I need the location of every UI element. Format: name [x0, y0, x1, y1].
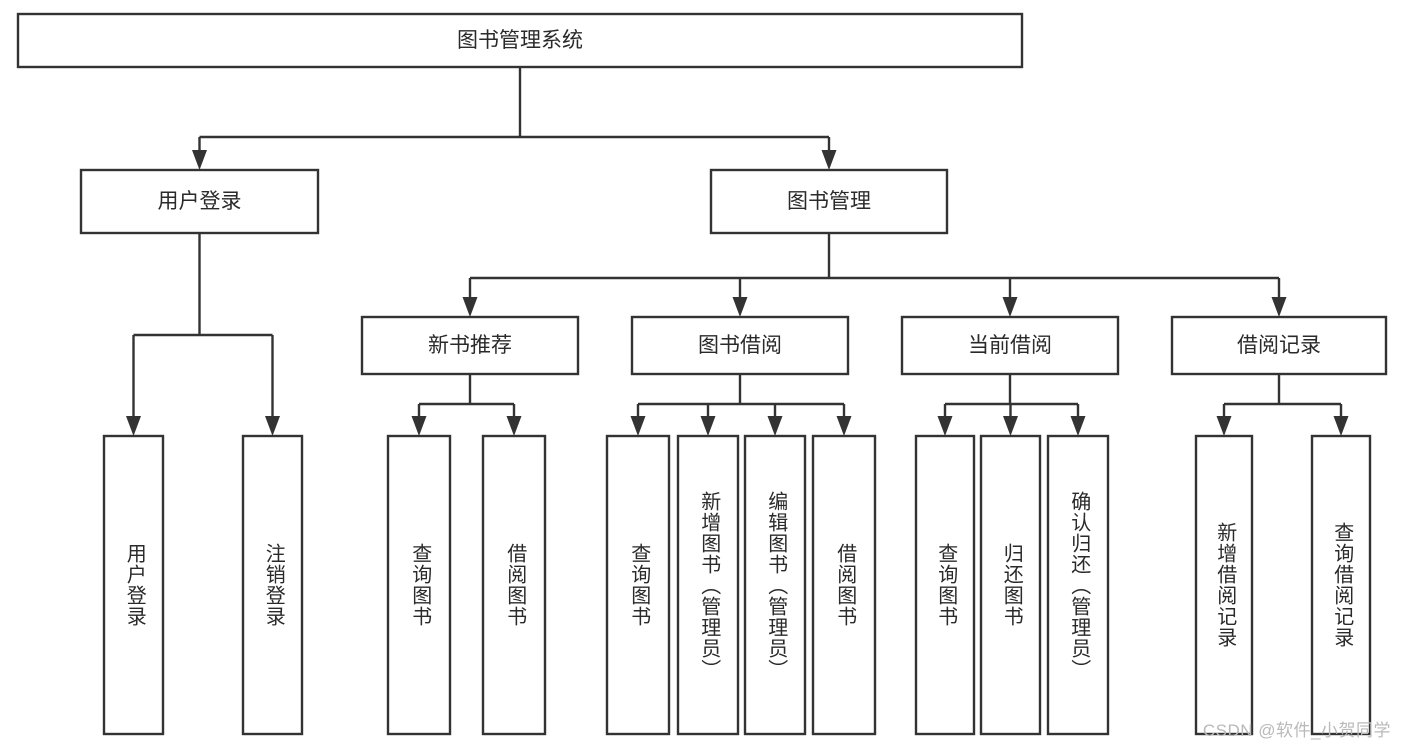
node-leaf-6[interactable]: [743, 434, 807, 736]
node-level3-2[interactable]: [900, 315, 1120, 376]
watermark: CSDN @软件_小贺同学: [1202, 721, 1391, 740]
node-leaf-4[interactable]: [605, 434, 671, 736]
node-level3-0[interactable]: [360, 315, 580, 376]
node-leaf-11[interactable]: [1194, 434, 1254, 736]
node-leaf-2[interactable]: [386, 434, 452, 736]
connector-layer: [126, 67, 1349, 436]
node-box-layer: [16, 12, 1388, 736]
node-root-label: 图书管理系统: [457, 29, 583, 52]
node-leaf-8[interactable]: [914, 434, 976, 736]
node-level2-label-0: 用户登录: [158, 190, 242, 213]
node-level3-1[interactable]: [630, 315, 850, 376]
node-leaf-7[interactable]: [811, 434, 877, 736]
node-level2-1[interactable]: [709, 168, 949, 235]
node-leaf-5[interactable]: [676, 434, 740, 736]
node-level3-3[interactable]: [1170, 315, 1388, 376]
node-leaf-1[interactable]: [241, 434, 304, 736]
node-level3-label-3: 借阅记录: [1237, 334, 1321, 357]
node-leaf-9[interactable]: [979, 434, 1042, 736]
node-leaf-10[interactable]: [1046, 434, 1110, 736]
node-leaf-12[interactable]: [1310, 434, 1372, 736]
node-level3-label-2: 当前借阅: [968, 334, 1052, 357]
node-root[interactable]: [16, 12, 1024, 69]
node-leaf-3[interactable]: [481, 434, 547, 736]
node-level2-0[interactable]: [79, 168, 320, 235]
node-level2-label-1: 图书管理: [787, 190, 871, 213]
node-level3-label-0: 新书推荐: [428, 334, 512, 357]
node-level3-label-1: 图书借阅: [698, 334, 782, 357]
node-leaf-0[interactable]: [102, 434, 165, 736]
